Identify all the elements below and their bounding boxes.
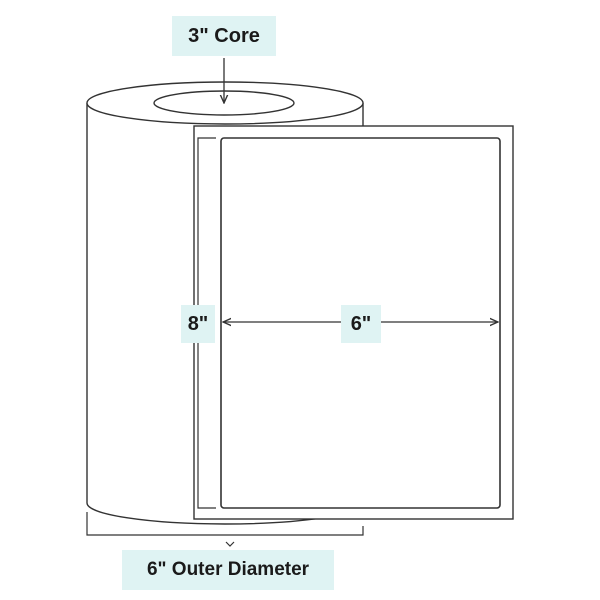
core-size-label: 3" Core [172,16,276,56]
outer-diameter-chevron [225,541,235,547]
outer-diameter-bracket [86,512,364,536]
outer-diameter-label: 6" Outer Diameter [122,550,334,590]
label-width-label: 6" [341,305,381,343]
label-height-label: 8" [181,305,215,343]
